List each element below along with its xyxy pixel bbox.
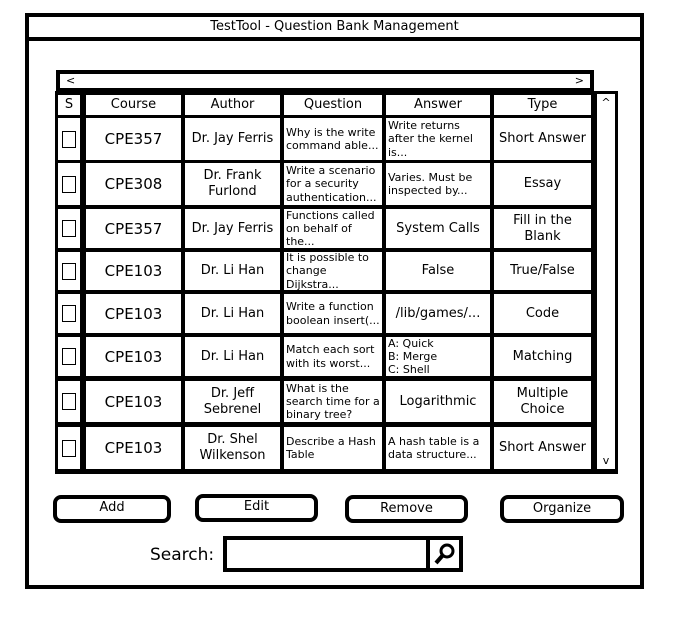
cell-answer[interactable]: System Calls (386, 209, 490, 248)
add-button[interactable]: Add (53, 495, 171, 523)
cell-question[interactable]: What is the search time for a binary tre… (284, 381, 382, 422)
column-header-course[interactable]: Course (86, 95, 181, 115)
row-checkbox[interactable] (62, 393, 76, 410)
cell-answer[interactable]: /lib/games/... (386, 294, 490, 333)
cell-author[interactable]: Dr. Li Han (185, 252, 280, 290)
cell-type[interactable]: Short Answer (494, 118, 591, 160)
cell-answer[interactable]: Varies. Must be inspected by... (386, 163, 490, 205)
column-header-question[interactable]: Question (284, 95, 382, 115)
row-checkbox[interactable] (62, 305, 76, 322)
cell-course[interactable]: CPE357 (86, 118, 181, 160)
cell-question[interactable]: Match each sort with its worst... (284, 337, 382, 376)
edit-button[interactable]: Edit (195, 494, 318, 522)
cell-author[interactable]: Dr. Li Han (185, 294, 280, 333)
magnifier-icon (433, 543, 454, 565)
cell-author[interactable]: Dr. Li Han (185, 337, 280, 376)
row-checkbox[interactable] (62, 348, 76, 365)
row-select-cell (58, 427, 80, 469)
row-checkbox[interactable] (62, 220, 76, 237)
cell-question[interactable]: Functions called on behalf of the... (284, 209, 382, 248)
cell-type[interactable]: Matching (494, 337, 591, 376)
cell-course[interactable]: CPE103 (86, 427, 181, 469)
column-header-author[interactable]: Author (185, 95, 280, 115)
cell-question[interactable]: Write a function boolean insert(... (284, 294, 382, 333)
row-select-cell (58, 381, 80, 422)
cell-author[interactable]: Dr. Jay Ferris (185, 118, 280, 160)
remove-button[interactable]: Remove (345, 495, 468, 523)
scroll-left-arrow-icon[interactable]: < (66, 74, 76, 87)
row-select-cell (58, 118, 80, 160)
cell-answer[interactable]: Logarithmic (386, 381, 490, 422)
row-select-cell (58, 294, 80, 333)
cell-type[interactable]: Essay (494, 163, 591, 205)
row-select-cell (58, 337, 80, 376)
cell-question[interactable]: It is possible to change Dijkstra... (284, 252, 382, 290)
cell-type[interactable]: Code (494, 294, 591, 333)
cell-author[interactable]: Dr. Shel Wilkenson (185, 427, 280, 469)
cell-answer[interactable]: Write returns after the kernel is... (386, 118, 490, 160)
vertical-scrollbar[interactable]: ^ v (597, 94, 615, 469)
row-select-cell (58, 252, 80, 290)
cell-course[interactable]: CPE357 (86, 209, 181, 248)
cell-course[interactable]: CPE103 (86, 381, 181, 422)
scroll-up-arrow-icon[interactable]: ^ (601, 96, 611, 109)
cell-question[interactable]: Describe a Hash Table (284, 427, 382, 469)
row-select-cell (58, 163, 80, 205)
search-button[interactable] (426, 536, 463, 572)
cell-type[interactable]: Fill in the Blank (494, 209, 591, 248)
cell-type[interactable]: Short Answer (494, 427, 591, 469)
cell-question[interactable]: Why is the write command able... (284, 118, 382, 160)
cell-author[interactable]: Dr. Frank Furlond (185, 163, 280, 205)
window-title: TestTool - Question Bank Management (25, 13, 644, 41)
row-checkbox[interactable] (62, 130, 76, 148)
cell-answer[interactable]: A hash table is a data structure... (386, 427, 490, 469)
row-select-cell (58, 209, 80, 248)
cell-type[interactable]: True/False (494, 252, 591, 290)
row-checkbox[interactable] (62, 175, 76, 193)
row-checkbox[interactable] (62, 439, 76, 457)
cell-course[interactable]: CPE308 (86, 163, 181, 205)
cell-course[interactable]: CPE103 (86, 252, 181, 290)
cell-course[interactable]: CPE103 (86, 294, 181, 333)
cell-author[interactable]: Dr. Jay Ferris (185, 209, 280, 248)
column-header-answer[interactable]: Answer (386, 95, 490, 115)
horizontal-scrollbar[interactable]: < > (56, 70, 594, 92)
row-checkbox[interactable] (62, 262, 76, 280)
cell-answer[interactable]: False (386, 252, 490, 290)
cell-answer[interactable]: A: Quick B: Merge C: Shell (386, 337, 490, 376)
organize-button[interactable]: Organize (500, 495, 624, 523)
cell-course[interactable]: CPE103 (86, 337, 181, 376)
scroll-right-arrow-icon[interactable]: > (574, 74, 584, 87)
scroll-down-arrow-icon[interactable]: v (602, 454, 610, 467)
cell-type[interactable]: Multiple Choice (494, 381, 591, 422)
search-input[interactable] (223, 536, 430, 572)
search-label: Search: (150, 545, 215, 565)
cell-question[interactable]: Write a scenario for a security authenti… (284, 163, 382, 205)
column-header-select[interactable]: S (58, 95, 80, 115)
cell-author[interactable]: Dr. Jeff Sebrenel (185, 381, 280, 422)
column-header-type[interactable]: Type (494, 95, 591, 115)
